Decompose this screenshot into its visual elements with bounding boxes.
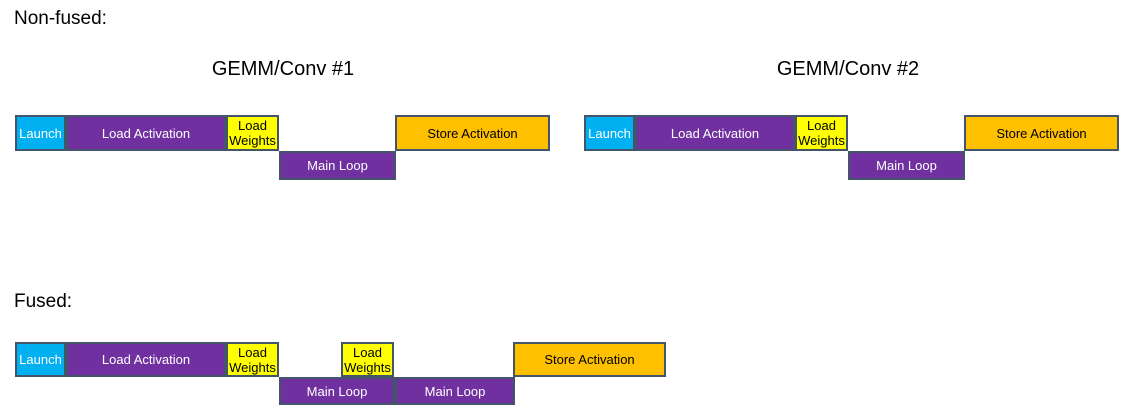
timeline-block-main-loop: Main Loop bbox=[279, 151, 396, 180]
timeline-block-load-weights: Load Weights bbox=[226, 115, 279, 151]
timeline-block-store-activation: Store Activation bbox=[395, 115, 550, 151]
group-title-gemm-conv-1: GEMM/Conv #1 bbox=[211, 58, 355, 80]
section-label-fused: Fused: bbox=[14, 291, 73, 312]
timeline-block-launch: Launch bbox=[15, 115, 66, 151]
timeline-block-load-activation: Load Activation bbox=[66, 342, 226, 377]
timeline-block-store-activation: Store Activation bbox=[964, 115, 1119, 151]
timeline-block-store-activation: Store Activation bbox=[513, 342, 666, 377]
timeline-block-load-activation: Load Activation bbox=[635, 115, 795, 151]
timeline-block-load-weights: Load Weights bbox=[226, 342, 279, 377]
timeline-block-main-loop: Main Loop bbox=[395, 377, 515, 405]
timeline-block-load-weights: Load Weights bbox=[795, 115, 848, 151]
timeline-block-main-loop: Main Loop bbox=[279, 377, 395, 405]
timeline-block-load-activation: Load Activation bbox=[66, 115, 226, 151]
timeline-block-launch: Launch bbox=[584, 115, 635, 151]
timeline-block-launch: Launch bbox=[15, 342, 66, 377]
timeline-block-load-weights: Load Weights bbox=[341, 342, 394, 377]
timeline-block-main-loop: Main Loop bbox=[848, 151, 965, 180]
section-label-non-fused: Non-fused: bbox=[14, 8, 107, 29]
group-title-gemm-conv-2: GEMM/Conv #2 bbox=[776, 58, 920, 80]
